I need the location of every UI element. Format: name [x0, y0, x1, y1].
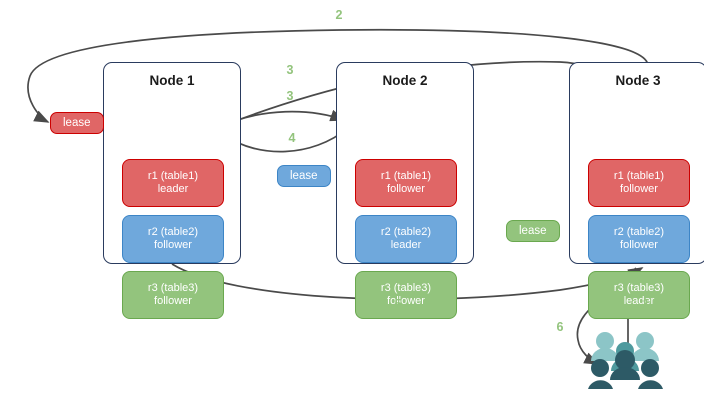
step-label-3a: 3: [286, 63, 294, 77]
replica-role: follower: [154, 295, 192, 307]
node-title: Node 3: [615, 73, 661, 88]
step-label-1: 1: [642, 297, 650, 311]
lease-badge-table1[interactable]: lease: [50, 112, 104, 134]
replica-role: follower: [154, 239, 192, 251]
step-label-4: 4: [288, 131, 296, 145]
lease-label: lease: [519, 225, 547, 237]
step-label-3b: 3: [286, 89, 294, 103]
replica-name: r3 (table3): [380, 281, 432, 294]
replica-name: r2 (table2): [613, 225, 665, 238]
replica-node2-r3[interactable]: r3 (table3) follower: [355, 271, 457, 319]
replica-name: r1 (table1): [613, 169, 665, 182]
node-box-node1[interactable]: Node 1 r1 (table1) leader r2 (table2) fo…: [103, 62, 241, 319]
lease-badge-table2[interactable]: lease: [277, 165, 331, 187]
lease-badge-table3[interactable]: lease: [506, 220, 560, 242]
step-label-6: 6: [556, 320, 564, 334]
node-title: Node 2: [382, 73, 428, 88]
replica-node2-r2[interactable]: r2 (table2) leader: [355, 215, 457, 263]
node-box-node2[interactable]: Node 2 r1 (table1) follower r2 (table2) …: [336, 62, 474, 319]
replica-role: follower: [620, 183, 658, 195]
replica-role: follower: [620, 239, 658, 251]
replica-node2-r1[interactable]: r1 (table1) follower: [355, 159, 457, 207]
replica-node1-r1[interactable]: r1 (table1) leader: [122, 159, 224, 207]
users-icon: [588, 332, 663, 389]
replica-role: follower: [387, 295, 425, 307]
node-box-node3[interactable]: Node 3 r1 (table1) follower r2 (table2) …: [569, 62, 704, 319]
replica-node3-r3[interactable]: r3 (table3) leader: [588, 271, 690, 319]
replica-name: r1 (table1): [147, 169, 199, 182]
replica-name: r2 (table2): [380, 225, 432, 238]
step-label-5: 5: [394, 297, 402, 311]
lease-label: lease: [290, 170, 318, 182]
lease-label: lease: [63, 117, 91, 129]
replica-node3-r1[interactable]: r1 (table1) follower: [588, 159, 690, 207]
replica-name: r2 (table2): [147, 225, 199, 238]
replica-node1-r2[interactable]: r2 (table2) follower: [122, 215, 224, 263]
replica-name: r3 (table3): [613, 281, 665, 294]
step-label-2: 2: [335, 8, 343, 22]
replica-role: follower: [387, 183, 425, 195]
replica-role: leader: [157, 183, 189, 195]
replica-role: leader: [390, 239, 422, 251]
replica-name: r3 (table3): [147, 281, 199, 294]
replica-node1-r3[interactable]: r3 (table3) follower: [122, 271, 224, 319]
node-title: Node 1: [149, 73, 195, 88]
replica-role: leader: [623, 295, 655, 307]
replica-name: r1 (table1): [380, 169, 432, 182]
replica-node3-r2[interactable]: r2 (table2) follower: [588, 215, 690, 263]
